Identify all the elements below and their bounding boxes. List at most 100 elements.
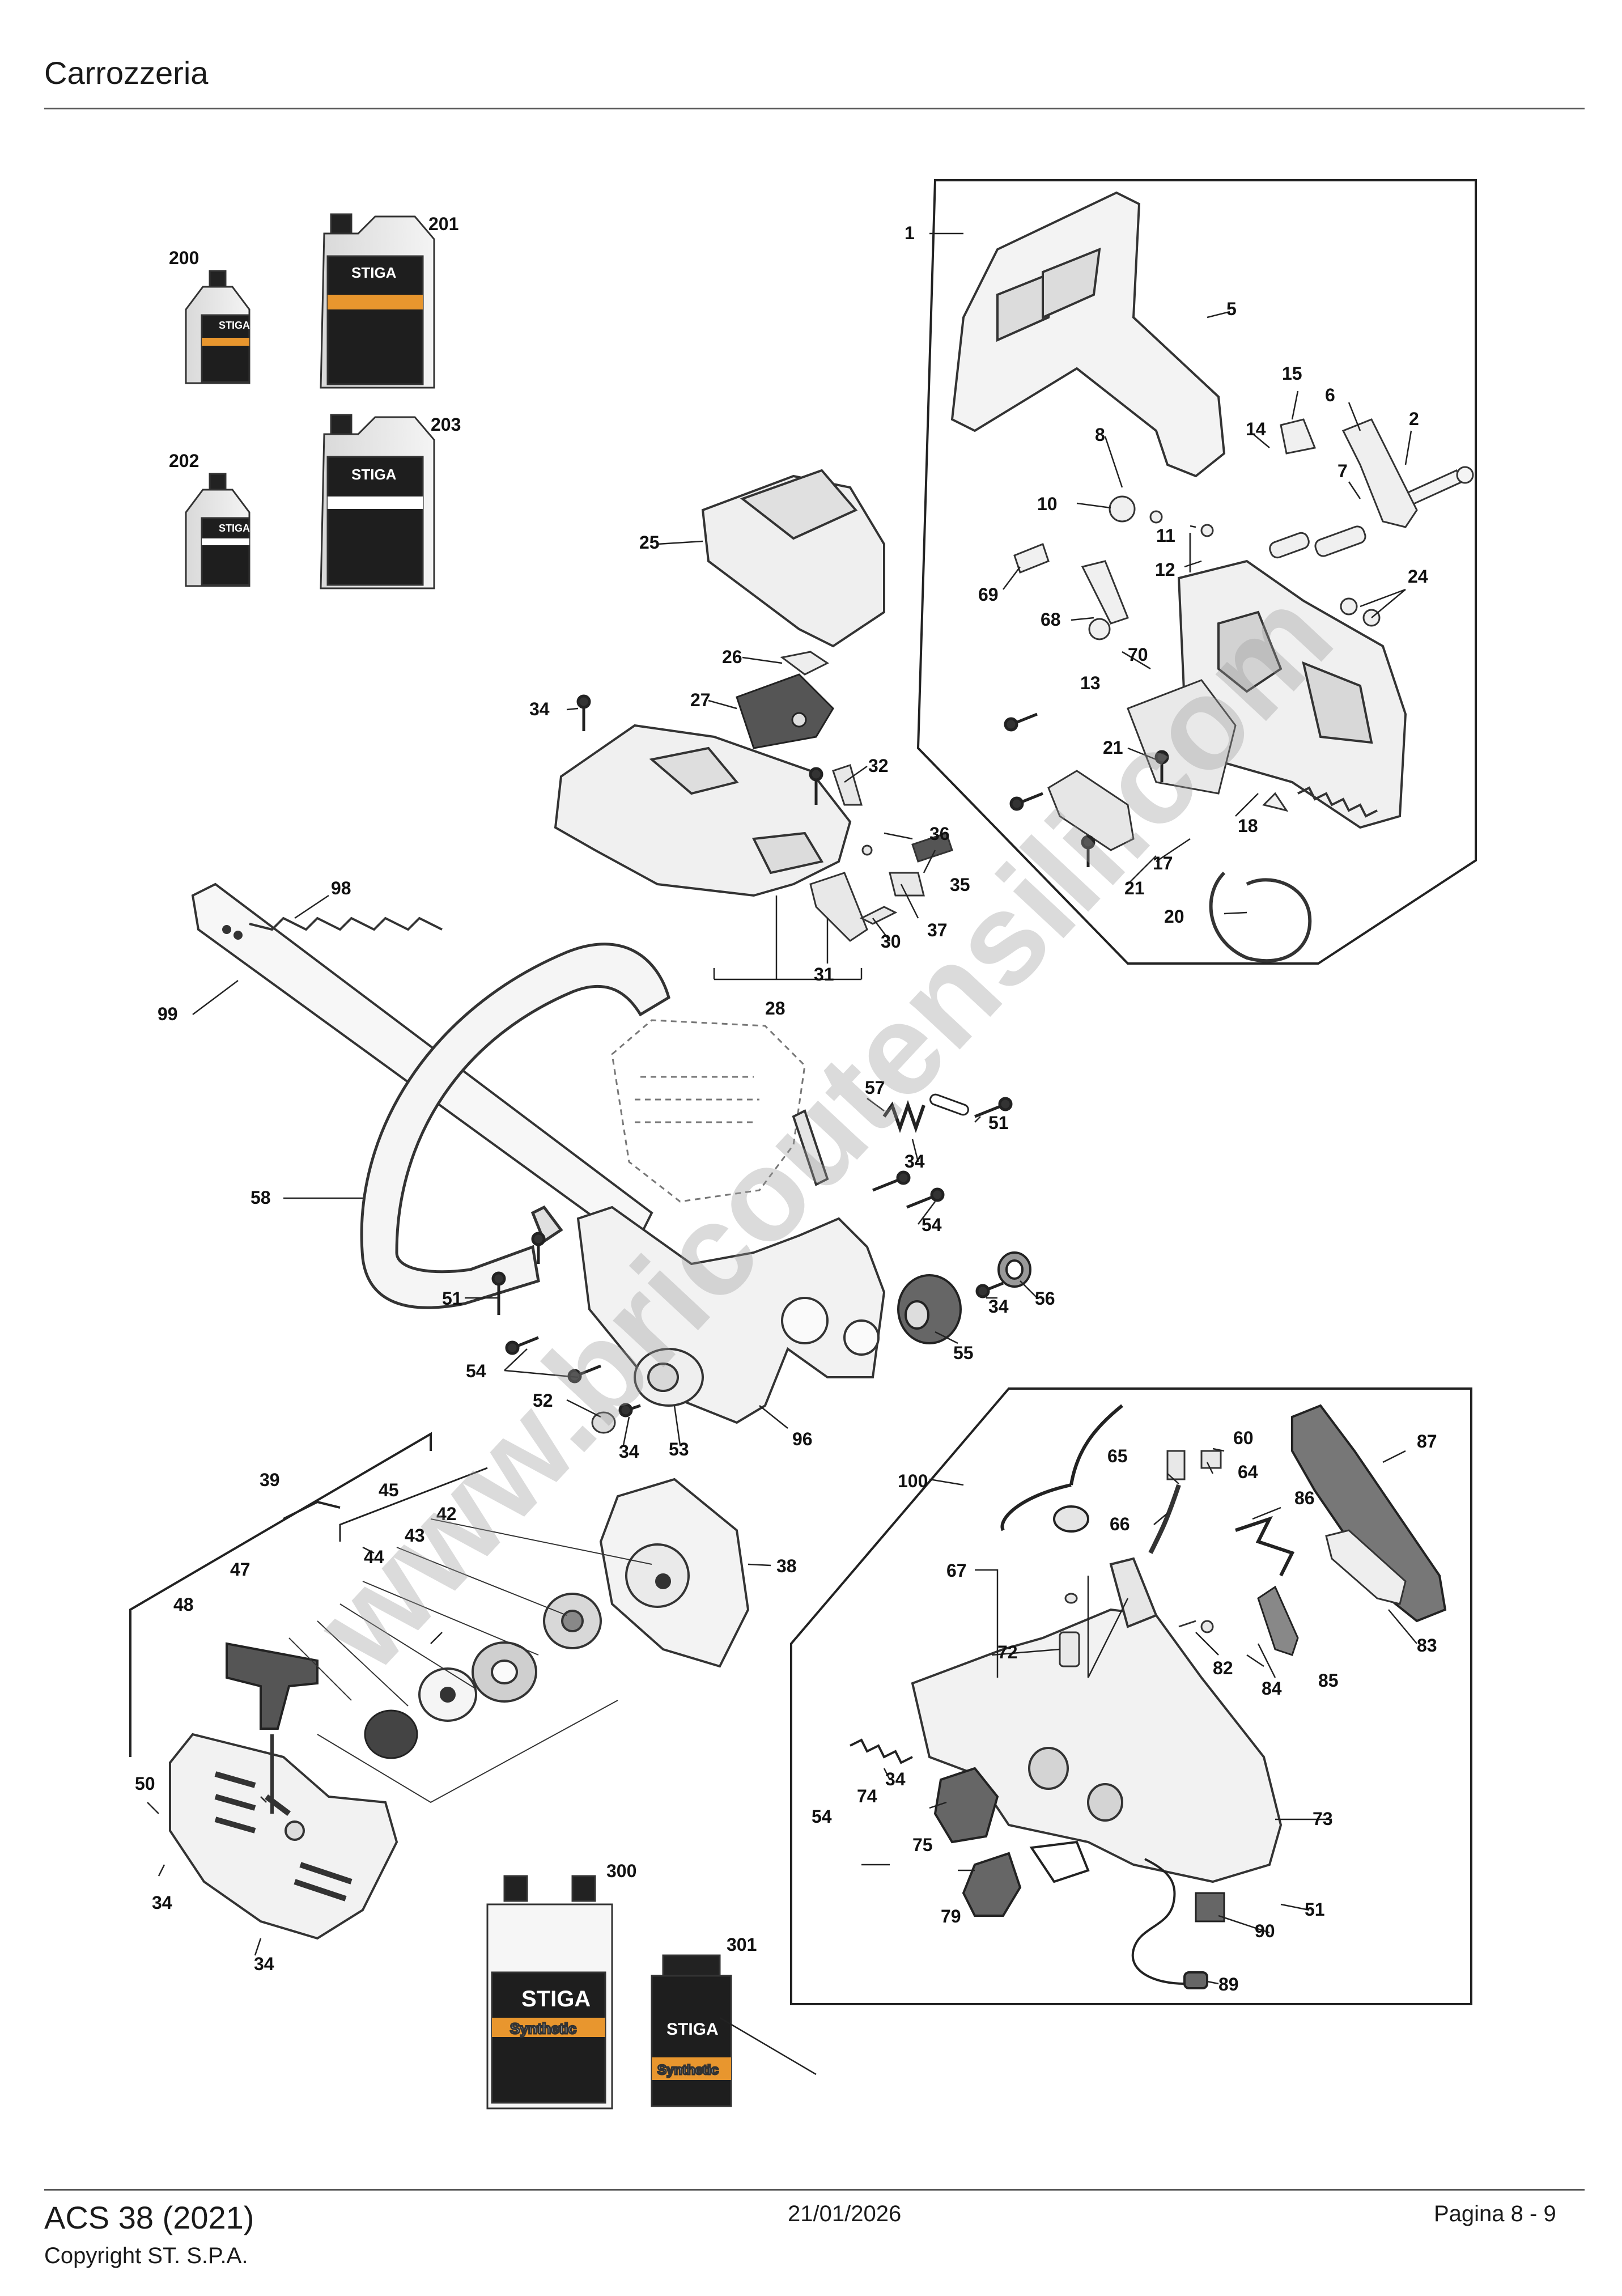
front-guard-frame — [916, 179, 1477, 965]
engine-outline — [611, 1019, 806, 1203]
label-51b: 51 — [442, 1288, 462, 1309]
label-54a: 54 — [922, 1215, 942, 1235]
page-title: Carrozzeria — [44, 55, 209, 91]
bottle-301-label: Synthetic — [657, 2062, 719, 2078]
label-51a: 51 — [988, 1113, 1009, 1133]
front-handguard-5 — [950, 191, 1226, 478]
label-84: 84 — [1262, 1678, 1282, 1699]
label-25: 25 — [639, 532, 660, 553]
label-55: 55 — [953, 1343, 974, 1363]
label-10: 10 — [1037, 494, 1058, 514]
svg-text:STIGA: STIGA — [219, 523, 250, 534]
screen-44 — [364, 1709, 418, 1759]
small-parts-housing — [832, 764, 953, 925]
fuel-tank-73 — [911, 1557, 1283, 1883]
label-54c: 54 — [812, 1806, 832, 1827]
label-34f: 34 — [254, 1954, 274, 1974]
cap-52 — [591, 1411, 616, 1434]
label-34a: 34 — [529, 699, 550, 719]
label-66: 66 — [1110, 1514, 1130, 1534]
starter-dash-lines — [288, 1518, 652, 1803]
ring-56 — [997, 1251, 1031, 1288]
label-86: 86 — [1294, 1488, 1315, 1508]
label-79: 79 — [941, 1906, 961, 1926]
label-35: 35 — [950, 875, 970, 895]
throttle-trigger-31 — [809, 872, 868, 942]
top-cover-25 — [701, 469, 885, 648]
washer-47 — [418, 1667, 477, 1722]
label-87: 87 — [1417, 1431, 1437, 1452]
wire-89 — [1131, 1858, 1208, 1989]
model-name: ACS 38 (2021) — [44, 2200, 254, 2235]
front-handle-58 — [360, 943, 670, 1309]
label-28: 28 — [765, 998, 785, 1018]
clutch-drum-53 — [634, 1348, 704, 1407]
label-203: 203 — [431, 414, 461, 435]
starter-handle-48 — [226, 1642, 319, 1730]
label-5: 5 — [1226, 299, 1237, 319]
label-89: 89 — [1218, 1974, 1239, 1994]
svg-text:STIGA: STIGA — [219, 320, 250, 331]
chain-brake-housing — [1177, 559, 1407, 829]
small-parts-front — [1013, 418, 1381, 812]
label-17: 17 — [1153, 853, 1173, 873]
label-53: 53 — [669, 1439, 689, 1459]
label-20: 20 — [1164, 906, 1184, 927]
label-1: 1 — [905, 223, 915, 243]
fan-housing-cover — [169, 1733, 398, 1940]
label-34g: 34 — [885, 1769, 906, 1789]
label-36: 36 — [929, 824, 950, 844]
fuel-line-66 — [1148, 1484, 1181, 1554]
label-60: 60 — [1233, 1428, 1254, 1448]
label-15: 15 — [1282, 363, 1302, 384]
main-housing-28 — [554, 724, 852, 897]
label-32: 32 — [868, 756, 889, 776]
svg-text:STIGA: STIGA — [351, 264, 397, 281]
label-50: 50 — [135, 1773, 155, 1794]
label-96: 96 — [792, 1429, 813, 1449]
oil-canister-203 — [320, 414, 435, 589]
brake-lever-6 — [1341, 418, 1418, 528]
fuel-hose-67 — [1000, 1404, 1123, 1533]
pawl-43 — [472, 1641, 537, 1703]
starter-bracket-45 — [339, 1467, 488, 1542]
label-56: 56 — [1035, 1288, 1055, 1309]
plate-26 — [780, 651, 829, 676]
label-51c: 51 — [1305, 1899, 1325, 1920]
label-54b: 54 — [466, 1361, 486, 1381]
oil-bottle-202 — [185, 473, 250, 587]
av-spring-57 — [882, 1093, 969, 1134]
label-14: 14 — [1246, 419, 1266, 439]
brand-marks: STIGA STIGA STIGA STIGA STIGA STIGA — [219, 264, 719, 2039]
av-buffer-55 — [897, 1274, 962, 1344]
label-45: 45 — [379, 1480, 399, 1500]
chain-guide-plate-13 — [1127, 679, 1237, 795]
label-12: 12 — [1155, 559, 1175, 580]
oil-canister-201 — [320, 213, 435, 389]
label-201: 201 — [428, 214, 458, 234]
label-300: 300 — [606, 1861, 636, 1881]
starter-cover-38 — [599, 1478, 750, 1668]
label-58: 58 — [250, 1187, 271, 1208]
label-34d: 34 — [619, 1441, 639, 1462]
label-200: 200 — [169, 248, 199, 268]
label-34c: 34 — [988, 1296, 1009, 1317]
label-2: 2 — [1409, 409, 1419, 429]
label-70: 70 — [1128, 644, 1148, 665]
label-11: 11 — [1156, 525, 1175, 546]
switch-90 — [1195, 1892, 1225, 1922]
label-42: 42 — [436, 1504, 457, 1524]
leader-lines — [147, 232, 1417, 2076]
label-31: 31 — [814, 964, 834, 984]
label-47: 47 — [230, 1559, 250, 1580]
throttle-lever-87 — [1291, 1404, 1447, 1623]
label-67: 67 — [946, 1560, 967, 1581]
oil-bottle-301: Synthetic — [651, 1954, 732, 2107]
header-divider — [44, 108, 1585, 109]
spring-74 — [850, 1738, 913, 1764]
label-48: 48 — [173, 1594, 194, 1615]
label-18: 18 — [1238, 816, 1258, 836]
label-301: 301 — [727, 1934, 757, 1955]
label-7: 7 — [1337, 461, 1348, 481]
footer-divider — [44, 2189, 1585, 2191]
